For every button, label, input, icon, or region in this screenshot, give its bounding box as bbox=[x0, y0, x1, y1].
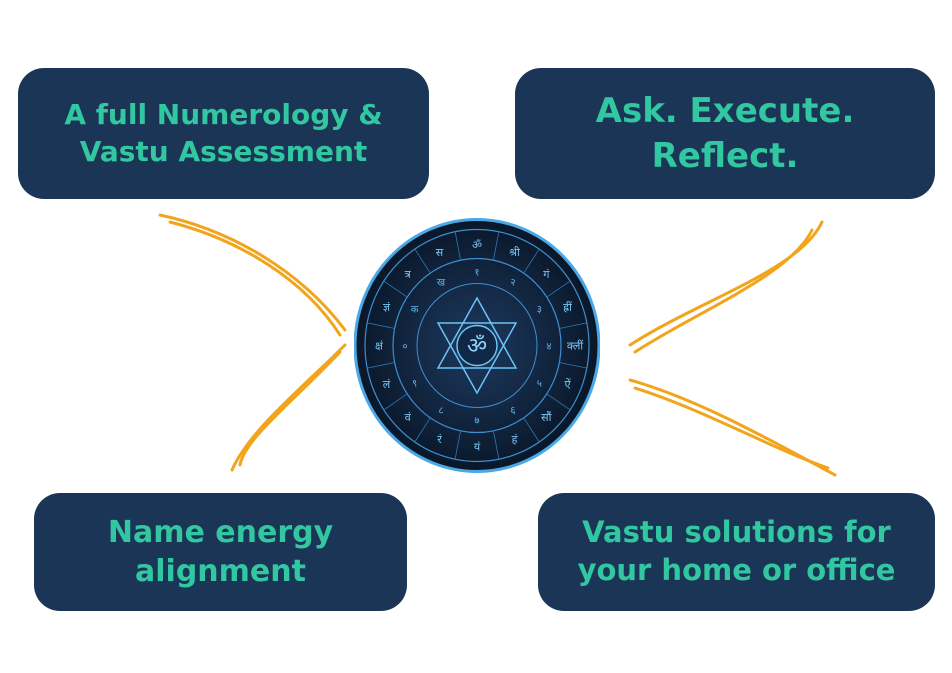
outer-glyph: ॐ bbox=[472, 239, 482, 252]
inner-glyph: ० bbox=[402, 342, 407, 353]
wheel-ring-inner bbox=[416, 283, 538, 408]
card-label: Ask. Execute. Reflect. bbox=[596, 89, 855, 177]
center-symbol: ॐ bbox=[467, 334, 487, 359]
hexagram-up bbox=[436, 296, 518, 369]
outer-glyph: हं bbox=[512, 433, 518, 446]
card-line: Reflect. bbox=[651, 135, 799, 176]
inner-glyph: क bbox=[411, 305, 419, 316]
inner-glyph: ख bbox=[437, 277, 446, 288]
outer-glyph: ज्ञं bbox=[383, 301, 391, 314]
card-line: Vastu solutions for bbox=[582, 515, 891, 550]
outer-glyph: स bbox=[436, 246, 444, 259]
inner-glyph: ४ bbox=[546, 342, 551, 353]
outer-glyph: क्लीं bbox=[567, 340, 583, 353]
wheel-spoke bbox=[414, 248, 431, 274]
wheel-spoke bbox=[523, 248, 540, 274]
connector-top-left bbox=[158, 213, 347, 332]
inner-glyph-ring: १ २ ३ ४ ५ ६ ७ ८ ९ ० क ख bbox=[402, 268, 551, 427]
inner-glyph: ६ bbox=[510, 406, 515, 417]
card-label: Name energy alignment bbox=[108, 513, 333, 591]
outer-glyph-ring: ॐ श्री गं ह्रीं क्लीं ऐं सौं हं यं रं वं लं क्षं ज्ञं… bbox=[375, 239, 583, 454]
wheel-spoke bbox=[523, 417, 540, 443]
inner-glyph: ५ bbox=[537, 379, 542, 390]
outer-glyph: त्र bbox=[405, 268, 412, 281]
wheel-spoke bbox=[367, 362, 395, 369]
card-line: Vastu Assessment bbox=[79, 134, 368, 168]
outer-glyph: क्षं bbox=[375, 340, 384, 353]
wheel-spoke bbox=[559, 322, 587, 329]
hexagram-down bbox=[436, 322, 518, 395]
wheel-spoke bbox=[546, 280, 571, 298]
wheel-spoke bbox=[454, 231, 461, 261]
wheel-spoke bbox=[454, 430, 461, 460]
outer-glyph: सौं bbox=[541, 411, 551, 424]
outer-glyph: ऐं bbox=[564, 378, 571, 391]
outer-glyph: रं bbox=[437, 433, 442, 446]
wheel-spoke bbox=[493, 231, 500, 261]
wheel-spoke bbox=[383, 393, 408, 411]
outer-glyph: लं bbox=[383, 378, 391, 391]
wheel-spokes bbox=[367, 231, 587, 460]
astrology-wheel: ॐ श्री गं ह्रीं क्लीं ऐं सौं हं यं रं वं लं क्षं ज्ञं… bbox=[354, 218, 600, 473]
card-line: Ask. Execute. bbox=[595, 91, 855, 132]
inner-glyph: २ bbox=[510, 277, 515, 288]
wheel-spoke bbox=[414, 417, 431, 443]
card-line: A full Numerology & bbox=[64, 98, 383, 132]
connector-bottom-left-echo bbox=[238, 350, 342, 467]
outer-glyph: ह्रीं bbox=[563, 301, 572, 314]
wheel-spoke bbox=[559, 362, 587, 369]
wheel-spoke bbox=[367, 322, 395, 329]
inner-glyph: १ bbox=[474, 268, 479, 279]
outer-glyph: गं bbox=[543, 268, 550, 281]
wheel-spoke bbox=[546, 393, 571, 411]
wheel-ring-outer bbox=[364, 228, 590, 463]
outer-glyph: वं bbox=[405, 411, 412, 424]
card-line: your home or office bbox=[577, 553, 896, 587]
inner-glyph: ७ bbox=[474, 416, 479, 427]
card-label: A full Numerology & Vastu Assessment bbox=[64, 97, 382, 170]
card-line: alignment bbox=[135, 554, 306, 589]
card-name-energy-alignment: Name energy alignment bbox=[34, 493, 407, 611]
connector-bottom-left bbox=[230, 343, 347, 472]
connector-top-left-echo bbox=[168, 220, 342, 337]
card-line: Name energy bbox=[107, 515, 334, 550]
center-circle bbox=[456, 324, 498, 367]
inner-glyph: ८ bbox=[438, 406, 443, 417]
card-vastu-solutions: Vastu solutions for your home or office bbox=[538, 493, 935, 611]
connector-bottom-right-echo bbox=[633, 386, 830, 470]
outer-glyph: यं bbox=[474, 441, 481, 454]
card-ask-execute-reflect: Ask. Execute. Reflect. bbox=[515, 68, 935, 199]
connector-top-right bbox=[628, 220, 824, 347]
inner-glyph: ३ bbox=[537, 305, 542, 316]
inner-glyph: ९ bbox=[412, 379, 417, 390]
wheel-spoke bbox=[493, 430, 500, 460]
wheel-ring-mid bbox=[392, 257, 562, 434]
outer-glyph: श्री bbox=[509, 246, 520, 259]
wheel-spoke bbox=[383, 280, 408, 298]
card-numerology-vastu-assessment: A full Numerology & Vastu Assessment bbox=[18, 68, 429, 199]
connector-top-right-echo bbox=[633, 228, 814, 354]
card-label: Vastu solutions for your home or office bbox=[578, 514, 896, 589]
